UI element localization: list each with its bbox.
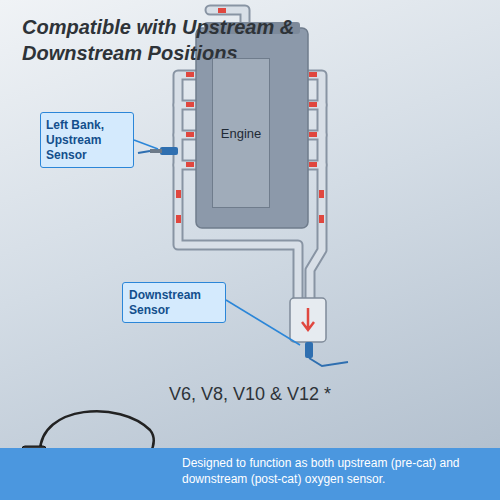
flow-arrow [302,308,314,330]
node-text: Designed to function as both upstream (p… [182,455,482,487]
engine-panel: Engine [212,58,270,208]
node-text: Downstream Sensor [129,288,219,318]
engine-block [196,28,308,228]
description-band: Designed to function as both upstream (p… [0,448,500,500]
callout-box: Left Bank, Upstream Sensor [40,112,134,168]
exhaust-ports [176,8,324,223]
diagram-title: Compatible with Upstream & Downstream Po… [22,14,382,66]
node-text: Left Bank, Upstream Sensor [46,118,128,163]
downstream-sensor [305,342,348,366]
node-text: Engine [221,126,261,141]
catalytic-converter [290,298,326,342]
callout-box: Downstream Sensor [122,282,226,323]
engine-config-label: V6, V8, V10 & V12 * [0,384,500,405]
